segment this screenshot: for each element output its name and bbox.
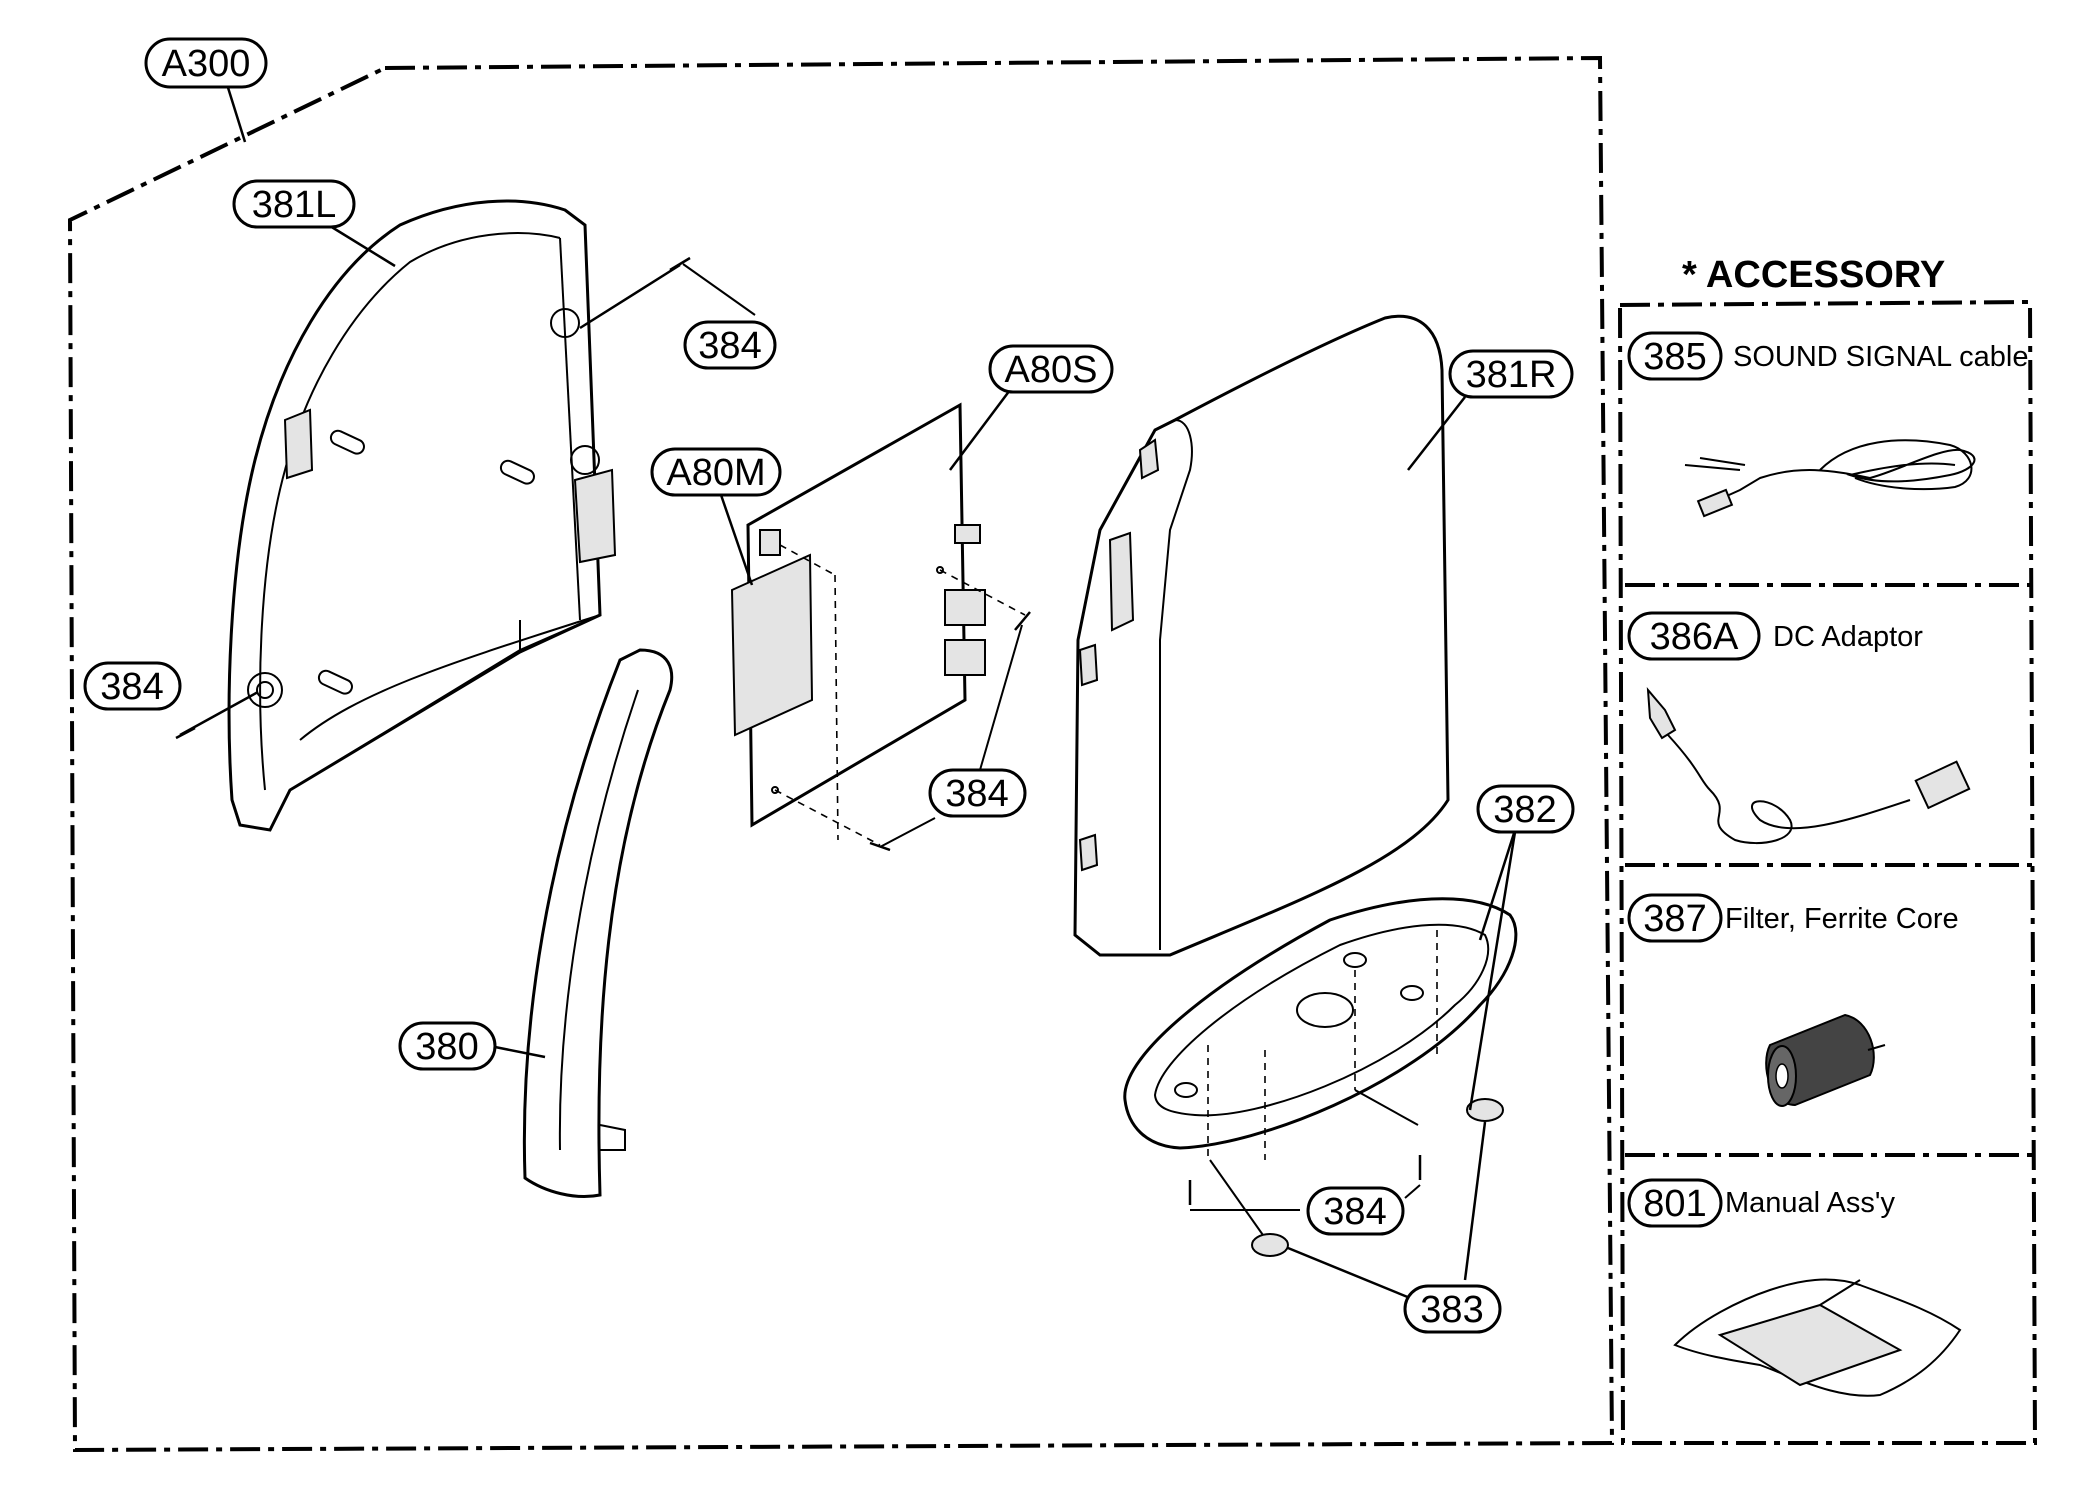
label-381R: 381R [1407, 349, 1574, 471]
screw-384-top: 384 [579, 256, 777, 370]
svg-text:A80S: A80S [1005, 349, 1098, 391]
label-382: 382 [1476, 784, 1575, 941]
accessory-heading: * ACCESSORY [1682, 254, 1945, 296]
ferrite-core-icon [1765, 1013, 1886, 1107]
svg-text:Filter, Ferrite Core: Filter, Ferrite Core [1725, 903, 1959, 935]
svg-text:383: 383 [1420, 1289, 1483, 1331]
svg-text:384: 384 [698, 325, 761, 367]
accessory-item-385: 385 SOUND SIGNAL cable [1627, 331, 2028, 518]
label-a80m: A80M [650, 447, 782, 586]
accessory-item-387: 387 Filter, Ferrite Core [1627, 893, 1959, 1107]
accessory-item-801: 801 Manual Ass'y [1627, 1178, 1962, 1397]
part-383-rubber-feet [1251, 831, 1517, 1300]
cable-icon [1684, 439, 1976, 518]
svg-text:387: 387 [1643, 898, 1706, 940]
adaptor-icon [1646, 687, 1971, 844]
svg-text:A300: A300 [162, 43, 251, 85]
svg-text:A80M: A80M [666, 452, 765, 494]
assembly-boundary [67, 55, 1615, 1453]
svg-text:801: 801 [1643, 1183, 1706, 1225]
svg-text:386A: 386A [1650, 616, 1739, 658]
label-a300: A300 [144, 37, 268, 143]
svg-text:382: 382 [1493, 789, 1556, 831]
screw-384-left: 384 [83, 661, 259, 740]
accessory-panel-frame [1617, 299, 2038, 1445]
accessory-item-386A: 386A DC Adaptor [1627, 611, 1971, 844]
svg-text:SOUND SIGNAL cable: SOUND SIGNAL cable [1733, 341, 2028, 373]
svg-text:381L: 381L [252, 184, 337, 226]
svg-text:DC Adaptor: DC Adaptor [1773, 621, 1923, 653]
svg-text:384: 384 [945, 773, 1008, 815]
svg-text:385: 385 [1643, 336, 1706, 378]
svg-text:Manual Ass'y: Manual Ass'y [1725, 1187, 1895, 1219]
svg-text:380: 380 [415, 1026, 478, 1068]
part-382-base [1123, 897, 1518, 1246]
svg-text:381R: 381R [1466, 354, 1557, 396]
svg-text:384: 384 [100, 666, 163, 708]
label-a80s: A80S [949, 344, 1114, 471]
part-a80s-pcb [730, 402, 1026, 846]
part-381R-right-frame [1073, 314, 1450, 957]
screw-384-pcb: 384 [869, 611, 1031, 852]
label-384-base: 384 [1306, 1186, 1405, 1236]
part-381L-left-frame [227, 199, 617, 832]
manual-bag-icon [1673, 1278, 1962, 1397]
label-383: 383 [1403, 1284, 1502, 1334]
label-381L: 381L [232, 179, 396, 268]
svg-text:384: 384 [1323, 1191, 1386, 1233]
label-380: 380 [398, 1021, 546, 1071]
part-380-side-bar [522, 648, 674, 1198]
